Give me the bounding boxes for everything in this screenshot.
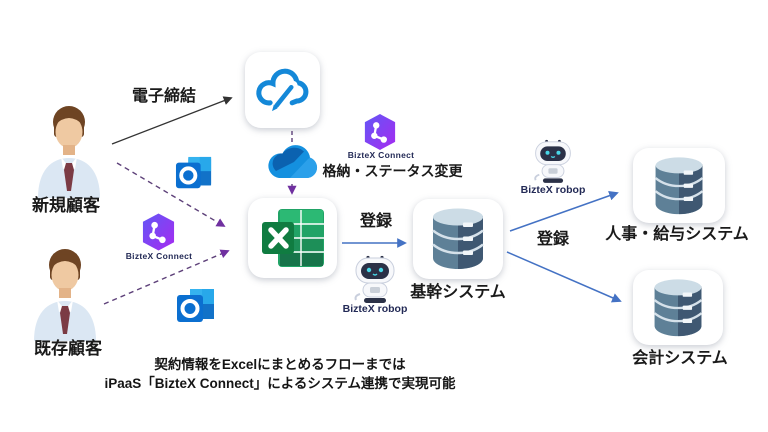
biztex-connect-center [363, 113, 397, 151]
hr-system-card [633, 148, 725, 223]
database-icon [432, 208, 484, 269]
outlook-existing-customer [177, 288, 215, 327]
robot-icon [354, 255, 395, 303]
person-icon [38, 106, 100, 198]
edge-label-store-status: 格納・ステータス変更 [322, 163, 463, 179]
robop-center [352, 254, 398, 304]
outlook-icon [177, 289, 214, 322]
robot-icon [534, 139, 571, 183]
actor-existing-customer-label: 既存顧客 [34, 339, 102, 358]
hr-system-label: 人事・給与システム [605, 226, 749, 243]
person-icon [34, 249, 96, 341]
biztex-connect-center-label: BizteX Connect [347, 150, 415, 160]
robop-right [532, 137, 574, 185]
database-icon [653, 278, 703, 336]
actor-new-customer [30, 103, 108, 198]
robop-center-label: BizteX robop [342, 303, 408, 315]
cloud-pen-icon [255, 68, 308, 112]
biztex-hexagon-icon [364, 114, 396, 150]
excel-card [248, 198, 337, 278]
edge-label-register-downstream: 登録 [536, 231, 569, 248]
caption-line1: 契約情報をExcelにまとめるフローまでは [154, 357, 406, 372]
accounting-system-label: 会計システム [632, 350, 728, 367]
arrow-core-to-hr [509, 191, 619, 232]
actor-existing-customer [26, 246, 104, 341]
actor-new-customer-label: 新規顧客 [32, 196, 100, 215]
edge-label-register-core: 登録 [359, 213, 392, 230]
database-icon [654, 156, 704, 214]
biztex-hexagon-icon [142, 213, 175, 251]
edge-label-electronic-signing: 電子締結 [131, 88, 196, 105]
robop-right-label: BizteX robop [520, 184, 586, 196]
excel-icon [261, 209, 324, 267]
outlook-icon [175, 156, 212, 189]
biztex-connect-left-label: BizteX Connect [125, 251, 193, 261]
outlook-new-customer [175, 156, 213, 193]
arrow-core-to-accounting [506, 251, 622, 303]
caption: 契約情報をExcelにまとめるフローまでは iPaaS「BizteX Conne… [90, 355, 470, 393]
caption-line2: iPaaS「BizteX Connect」によるシステム連携で実現可能 [104, 376, 456, 391]
onedrive [266, 144, 321, 182]
accounting-system-card [633, 270, 723, 345]
onedrive-cloud-icon [268, 145, 318, 178]
core-system-label: 基幹システム [410, 284, 506, 301]
cloudsign-card [245, 52, 320, 128]
core-system-card [413, 199, 503, 279]
biztex-connect-left [141, 212, 176, 252]
